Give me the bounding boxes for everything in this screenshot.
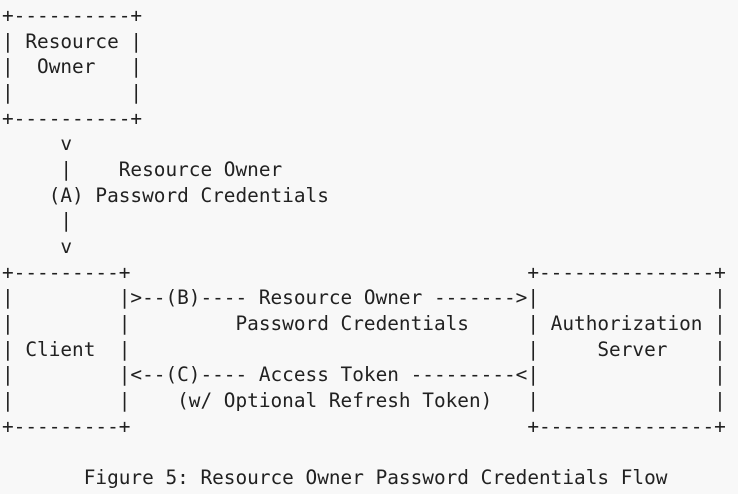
figure-caption: Figure 5: Resource Owner Password Creden… — [83, 465, 668, 489]
ascii-flow-diagram: +----------+ | Resource | | Owner | | | … — [2, 4, 726, 438]
